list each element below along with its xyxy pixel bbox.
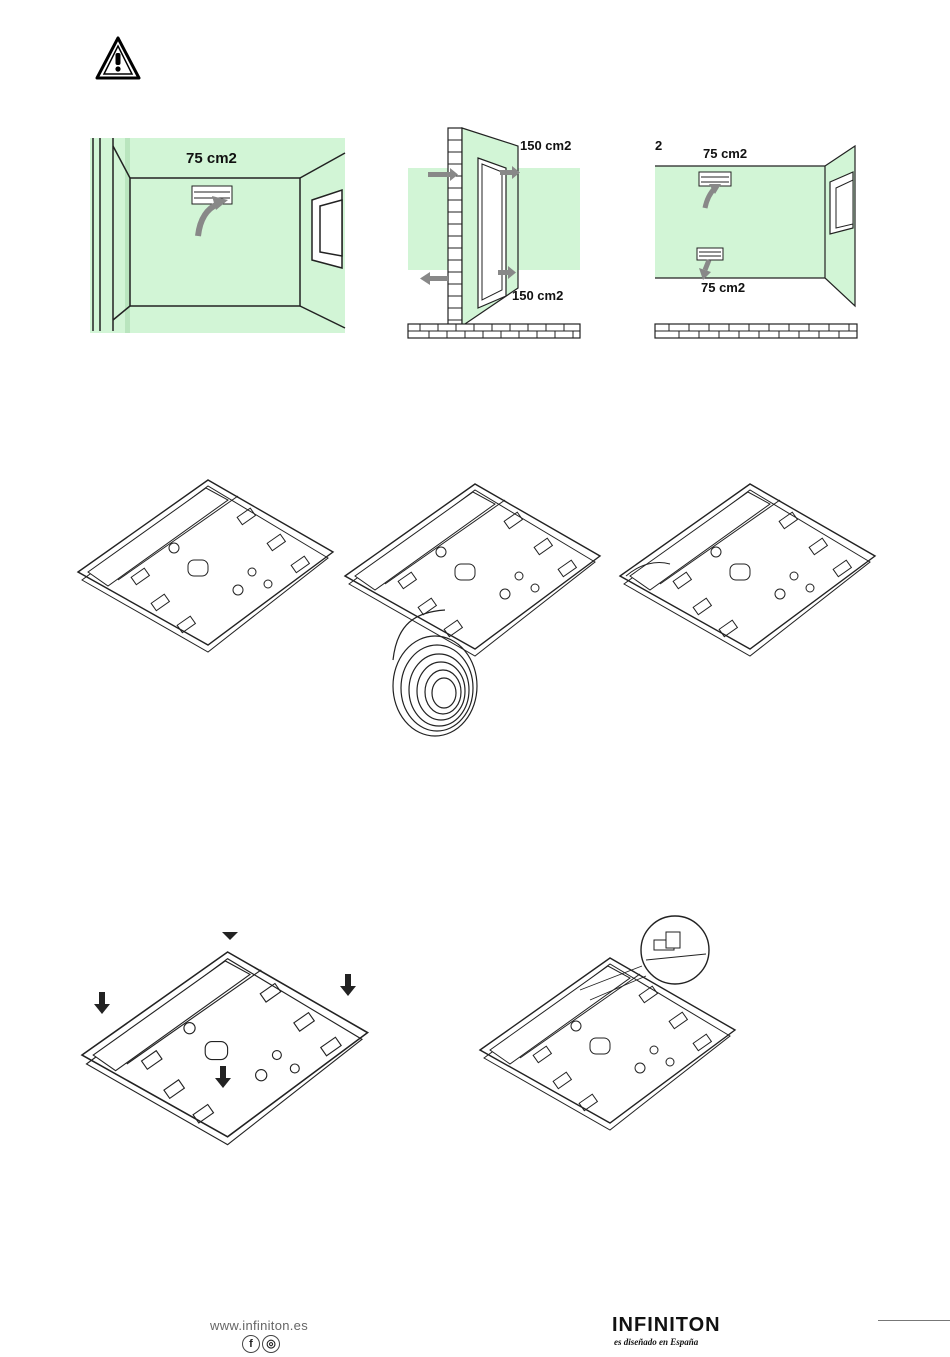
vent-label-top: 75 cm2 (703, 146, 747, 161)
facebook-icon[interactable]: f (242, 1335, 260, 1353)
hob-figure-5-clips (470, 918, 740, 1128)
warning-icon (95, 36, 141, 80)
footer-url[interactable]: www.infiniton.es (210, 1318, 308, 1333)
vent-label-top: 150 cm2 (520, 138, 571, 153)
vent-label-corner: 2 (655, 138, 662, 153)
page-divider (878, 1320, 950, 1321)
brand-logo: INFINITON (612, 1314, 721, 1337)
ventilation-figure-1: 75 cm2 (90, 138, 345, 333)
hob-figure-1 (78, 480, 338, 660)
vent-label-bottom: 150 cm2 (512, 288, 563, 303)
vent-label: 75 cm2 (186, 150, 237, 167)
ventilation-figure-2: 150 cm2 150 cm2 (408, 128, 580, 340)
instagram-icon[interactable]: ◎ (262, 1335, 280, 1353)
ventilation-figure-3: 2 75 cm2 75 cm2 (655, 128, 857, 340)
brand-tagline: es diseñado en España (614, 1337, 698, 1347)
vent-label-bottom: 75 cm2 (701, 280, 745, 295)
hob-figure-4-screws (82, 930, 382, 1140)
hob-figure-2-with-seal (345, 484, 605, 744)
hob-figure-3 (620, 484, 880, 664)
